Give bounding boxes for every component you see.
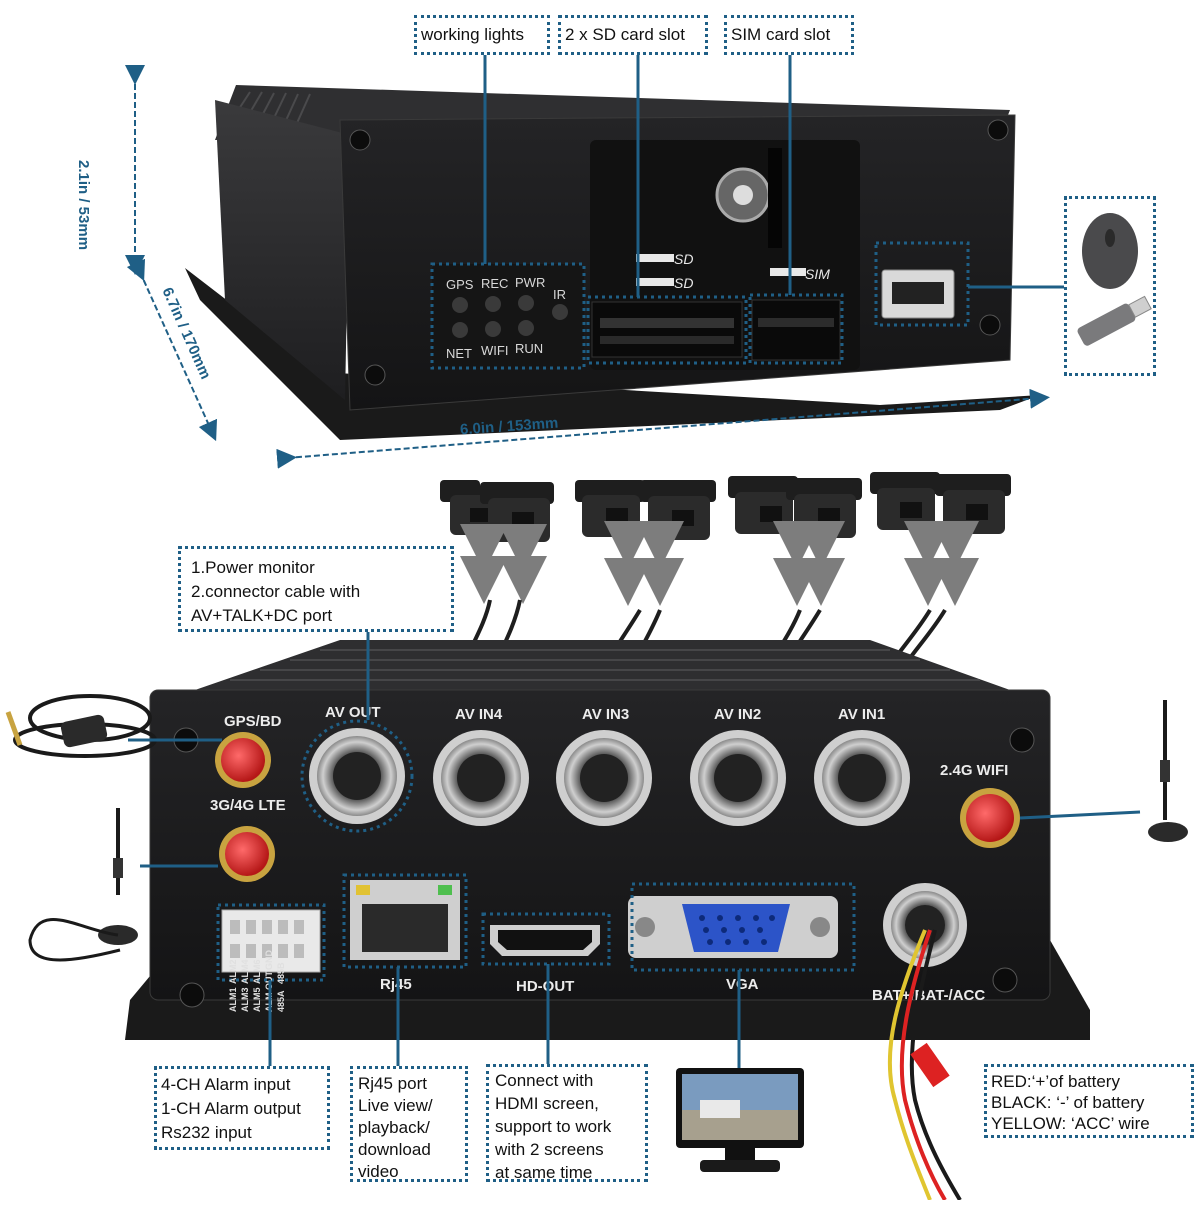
- label-av-in3: AV IN3: [582, 706, 629, 723]
- lte-antenna-image: [28, 808, 138, 962]
- top-leaders: [483, 55, 1066, 297]
- led-label-net: NET: [446, 346, 472, 361]
- card-slots: SD SD SIM: [591, 251, 841, 361]
- camera-2: [480, 482, 554, 542]
- alarm-callout-line3: Rs232 input: [161, 1123, 252, 1142]
- top-highlights: [430, 241, 970, 370]
- pin-gnd: GND: [264, 950, 274, 971]
- led-label-rec: REC: [481, 276, 508, 291]
- label-rj45: Rj45: [380, 976, 412, 993]
- usb-accessories-image: [1064, 196, 1156, 376]
- callout-power-monitor: 1.Power monitor 2.connector cable with A…: [178, 546, 454, 632]
- callout-usb-accessories: [1064, 196, 1156, 376]
- label-av-in2: AV IN2: [714, 706, 761, 723]
- rj45-callout-line3: playback/: [358, 1118, 430, 1137]
- hdmi-port: [490, 925, 600, 956]
- callout-rj45: Rj45 port Live view/ playback/ download …: [350, 1066, 468, 1182]
- pin-alm5: ALM5: [252, 988, 262, 1013]
- rj45-callout-line5: video: [358, 1162, 399, 1181]
- led-label-run: RUN: [515, 341, 543, 356]
- callout-wires: RED:‘+’of battery BLACK: ‘-’ of battery …: [984, 1064, 1194, 1138]
- dimension-height: 2.1in / 53mm: [75, 160, 92, 251]
- av-in4-connector: [433, 730, 529, 826]
- label-power: BAT+/BAT-/ACC: [872, 987, 985, 1004]
- power-wires: [887, 929, 962, 1202]
- label-hd-out: HD-OUT: [516, 978, 574, 995]
- gps-antenna-image: [5, 694, 157, 758]
- av-in2-connector: [690, 730, 786, 826]
- pin-485b: 485B: [276, 962, 286, 984]
- alarm-callout-line1: 4-CH Alarm input: [161, 1075, 291, 1094]
- pin-alm2: ALM2: [228, 960, 238, 985]
- callout-sd-slot: 2 x SD card slot: [558, 15, 708, 55]
- top-dvr-unit: [185, 85, 1040, 440]
- power-callout-line3: AV+TALK+DC port: [191, 606, 333, 625]
- label-wifi: 2.4G WIFI: [940, 762, 1008, 779]
- wifi-antenna-image: [1148, 700, 1188, 842]
- camera-6: [786, 478, 862, 538]
- hdmi-callout-line1: Connect with: [495, 1071, 594, 1090]
- pin-alm1: ALM1: [228, 988, 238, 1013]
- hdmi-callout-line4: with 2 screens: [495, 1140, 604, 1159]
- power-callout-line2: 2.connector cable with: [191, 582, 361, 601]
- callout-alarm: 4-CH Alarm input 1-CH Alarm output Rs232…: [154, 1066, 330, 1150]
- led-label-gps: GPS: [446, 277, 474, 292]
- sim-label: SIM: [805, 266, 830, 282]
- av-in3-connector: [556, 730, 652, 826]
- hdmi-callout-line2: HDMI screen,: [495, 1094, 599, 1113]
- usb-port: [881, 269, 955, 319]
- av-out-connector: [309, 728, 405, 824]
- camera-8: [935, 474, 1011, 534]
- callout-working-lights-text: working lights: [421, 25, 524, 44]
- monitor-image: [676, 1068, 804, 1172]
- wires-callout-black: BLACK: ‘-’ of battery: [991, 1093, 1145, 1112]
- pin-alm6: ALM6: [252, 960, 262, 985]
- rj45-callout-line2: Live view/: [358, 1096, 433, 1115]
- camera-4: [640, 480, 716, 540]
- callout-sim-slot-text: SIM card slot: [731, 25, 831, 44]
- antenna-connectors: [215, 732, 1020, 882]
- label-gps-bd: GPS/BD: [224, 713, 282, 730]
- alarm-terminal: [221, 909, 321, 973]
- vga-port: [628, 896, 838, 958]
- callout-hdmi: Connect with HDMI screen, support to wor…: [486, 1064, 648, 1182]
- aviation-connectors: [309, 728, 967, 967]
- sd-label-1: SD: [674, 251, 693, 267]
- camera-3: [575, 480, 645, 537]
- label-vga: VGA: [726, 976, 759, 993]
- camera-7: [870, 472, 940, 530]
- label-lte: 3G/4G LTE: [210, 797, 286, 814]
- led-label-pwr: PWR: [515, 275, 545, 290]
- ahd-cameras: [440, 472, 1011, 542]
- wires-callout-red: RED:‘+’of battery: [991, 1072, 1120, 1091]
- alarm-callout-line2: 1-CH Alarm output: [161, 1099, 301, 1118]
- hdmi-callout-line3: support to work: [495, 1117, 612, 1136]
- power-callout-line1: 1.Power monitor: [191, 558, 315, 577]
- callout-working-lights: working lights: [414, 15, 550, 55]
- rj45-jack: [350, 880, 460, 960]
- label-av-in1: AV IN1: [838, 706, 885, 723]
- connection-arrows: [460, 521, 979, 606]
- led-label-ir: IR: [553, 287, 566, 302]
- led-label-wifi: WIFI: [481, 343, 508, 358]
- label-av-out: AV OUT: [325, 704, 381, 721]
- wires-callout-yellow: YELLOW: ‘ACC’ wire: [991, 1114, 1150, 1133]
- rear-leaders: [128, 632, 1141, 1075]
- av-in1-connector: [814, 730, 910, 826]
- dimension-lines: [125, 65, 1050, 469]
- sd-label-2: SD: [674, 275, 693, 291]
- pin-485a: 485A: [276, 990, 286, 1012]
- led-indicators: GPS REC PWR IR NET WIFI RUN: [446, 275, 568, 361]
- pin-alm3: ALM3: [240, 988, 250, 1013]
- callout-sim-slot: SIM card slot: [724, 15, 854, 55]
- callout-sd-slot-text: 2 x SD card slot: [565, 25, 685, 44]
- label-av-in4: AV IN4: [455, 706, 503, 723]
- power-connector: [883, 883, 967, 967]
- pin-alm4: ALM4: [240, 960, 250, 985]
- hdmi-callout-line5: at same time: [495, 1163, 593, 1182]
- rj45-callout-line4: download: [358, 1140, 431, 1159]
- rj45-callout-line1: Rj45 port: [358, 1074, 427, 1093]
